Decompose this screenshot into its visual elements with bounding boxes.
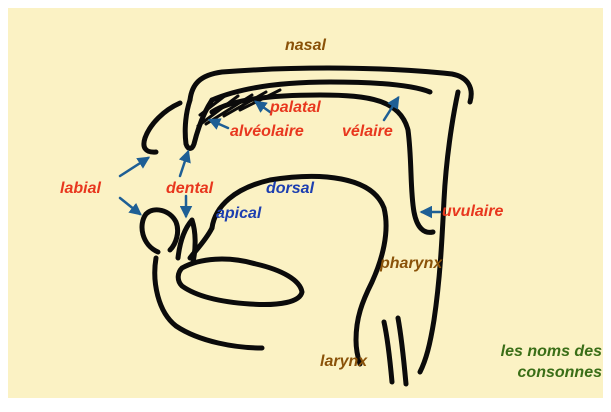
label-apical: apical bbox=[216, 205, 262, 222]
label-nasal: nasal bbox=[285, 37, 326, 54]
label-pharynx: pharynx bbox=[379, 255, 443, 272]
label-velaire: vélaire bbox=[342, 123, 393, 140]
label-palatal: palatal bbox=[269, 99, 321, 116]
label-uvulaire: uvulaire bbox=[442, 203, 503, 220]
label-alveolaire: alvéolaire bbox=[230, 123, 304, 140]
label-larynx: larynx bbox=[320, 353, 368, 370]
label-dental: dental bbox=[166, 180, 214, 197]
label-labial: labial bbox=[60, 180, 101, 197]
label-dorsal: dorsal bbox=[266, 180, 315, 197]
caption-line-1: les noms des bbox=[501, 343, 602, 360]
caption-line-2: consonnes bbox=[518, 364, 603, 381]
